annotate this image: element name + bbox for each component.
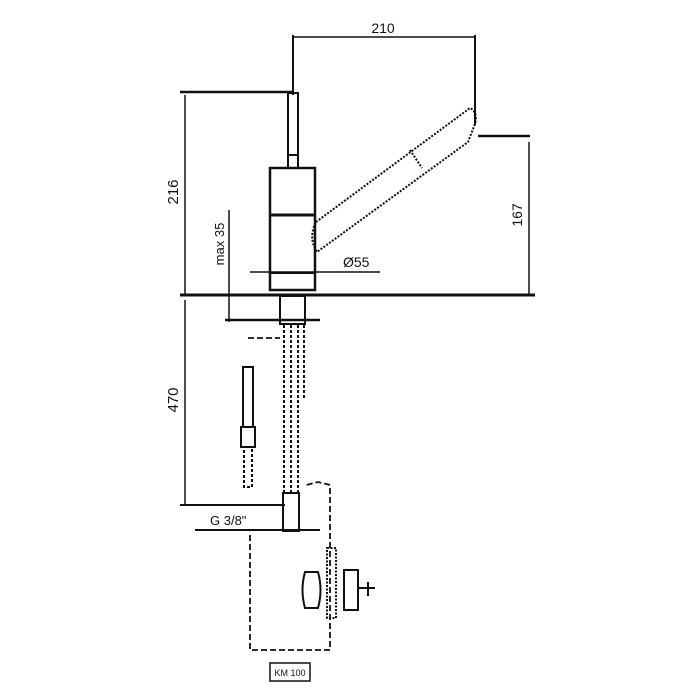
hose-weight bbox=[240, 366, 256, 488]
dimension-216 bbox=[180, 90, 293, 295]
dimension-216-label: 216 bbox=[165, 179, 182, 204]
part-label-box bbox=[269, 662, 311, 682]
dimension-167-label: 167 bbox=[509, 203, 525, 227]
dimension-470 bbox=[180, 300, 285, 506]
dimension-d55-label: Ø55 bbox=[343, 254, 370, 270]
thread-label: G 3/8" bbox=[210, 513, 247, 528]
valve-icon bbox=[343, 569, 375, 611]
cartridge-icon bbox=[301, 571, 322, 609]
dimension-210 bbox=[292, 35, 476, 125]
pull-out-spout bbox=[311, 106, 477, 254]
dimension-210-label: 210 bbox=[371, 20, 395, 36]
hoses bbox=[283, 325, 305, 495]
dimension-470-label: 470 bbox=[165, 387, 182, 412]
hose-fitting bbox=[282, 492, 300, 532]
dimension-max35-label: max 35 bbox=[212, 223, 227, 266]
part-label: KM 100 bbox=[274, 668, 305, 678]
faucet-body bbox=[268, 92, 317, 292]
mounting-nut bbox=[225, 295, 320, 325]
filter-unit bbox=[326, 547, 337, 619]
dimension-167 bbox=[478, 134, 530, 295]
dashed-connection bbox=[248, 337, 331, 651]
